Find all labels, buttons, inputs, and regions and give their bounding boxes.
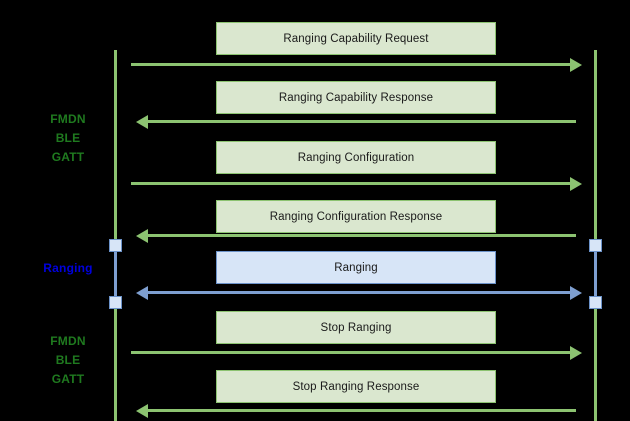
- message-box-ranging-capability-request[interactable]: Ranging Capability Request: [216, 22, 496, 55]
- message-arrow-line-ranging-capability-request: [131, 63, 576, 66]
- message-box-ranging[interactable]: Ranging: [216, 251, 496, 284]
- message-arrow-line-stop-ranging: [131, 351, 576, 354]
- message-arrow-line-ranging-configuration-response: [148, 234, 576, 237]
- activation-square-left-end: [109, 296, 122, 309]
- message-arrow-head-stop-ranging: [570, 345, 582, 360]
- message-arrow-line-ranging: [148, 291, 576, 294]
- message-arrow-head-stop-ranging-response: [136, 403, 148, 418]
- activation-bar-left: [114, 250, 117, 305]
- activation-square-right-end: [589, 296, 602, 309]
- activation-bar-right: [594, 250, 597, 305]
- message-box-ranging-capability-response[interactable]: Ranging Capability Response: [216, 81, 496, 114]
- message-box-stop-ranging[interactable]: Stop Ranging: [216, 311, 496, 344]
- message-box-stop-ranging-response[interactable]: Stop Ranging Response: [216, 370, 496, 403]
- message-arrow-head-ranging-left: [136, 285, 148, 300]
- message-arrow-head-ranging-configuration: [570, 176, 582, 191]
- message-arrow-line-ranging-configuration: [131, 182, 576, 185]
- message-arrow-head-ranging-right: [570, 285, 582, 300]
- message-arrow-line-stop-ranging-response: [148, 409, 576, 412]
- phase-label-line: BLE: [55, 131, 81, 145]
- lifeline-right: [594, 50, 597, 421]
- phase-label-line: BLE: [55, 353, 81, 367]
- phase-label-fmdn-top: FMDN BLE GATT: [30, 110, 106, 167]
- phase-label-line: GATT: [51, 150, 85, 164]
- message-arrow-head-ranging-capability-request: [570, 57, 582, 72]
- message-arrow-head-ranging-capability-response: [136, 114, 148, 129]
- message-arrow-line-ranging-capability-response: [148, 120, 576, 123]
- phase-label-line: Ranging: [43, 261, 93, 275]
- phase-label-line: FMDN: [50, 112, 86, 126]
- phase-label-ranging: Ranging: [30, 259, 106, 278]
- lifeline-left: [114, 50, 117, 421]
- activation-square-left-start: [109, 239, 122, 252]
- message-arrow-head-ranging-configuration-response: [136, 228, 148, 243]
- message-box-ranging-configuration[interactable]: Ranging Configuration: [216, 141, 496, 174]
- message-box-ranging-configuration-response[interactable]: Ranging Configuration Response: [216, 200, 496, 233]
- activation-square-right-start: [589, 239, 602, 252]
- phase-label-line: GATT: [51, 372, 85, 386]
- phase-label-fmdn-bottom: FMDN BLE GATT: [30, 332, 106, 389]
- phase-label-line: FMDN: [50, 334, 86, 348]
